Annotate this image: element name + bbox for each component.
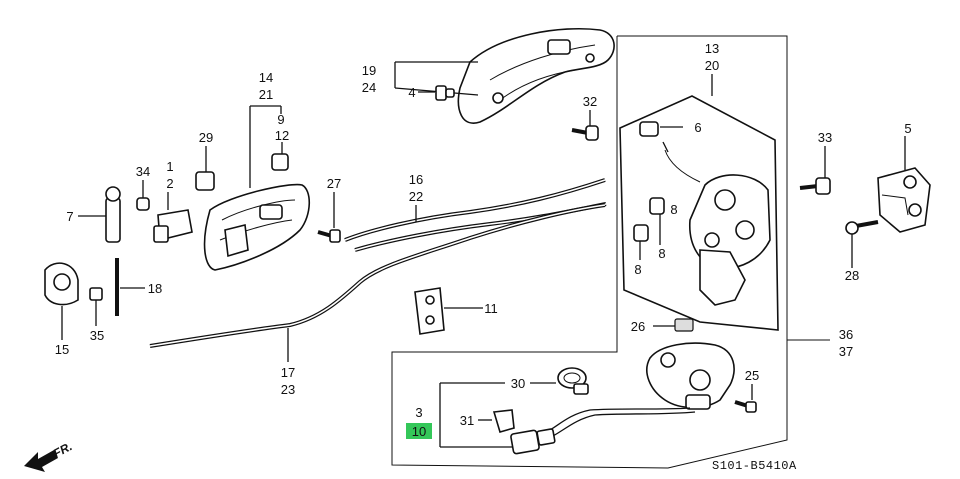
lock-lever-part-15 (44, 262, 79, 340)
inner-door-handle (203, 183, 311, 271)
callout-22: 22 (409, 189, 423, 204)
screw-part-33 (799, 146, 831, 195)
callout-20: 20 (705, 58, 719, 73)
lock-rod-16-22 (344, 178, 607, 252)
callout-24: 24 (362, 80, 376, 95)
diagram-code: S101-B5410A (712, 459, 797, 473)
callout-28: 28 (845, 268, 859, 283)
callout-19: 19 (362, 63, 376, 78)
callout-30: 30 (511, 376, 525, 391)
outer-handle (457, 27, 615, 124)
callout-1: 1 (166, 159, 173, 174)
screw-part-28 (845, 220, 879, 268)
screw-part-34 (136, 180, 150, 211)
door-latch-mechanism (619, 95, 779, 331)
rod-clip-part-11 (414, 287, 445, 335)
callout-29: 29 (199, 130, 213, 145)
callout-12: 12 (275, 128, 289, 143)
door-lock-actuator (510, 342, 735, 455)
clip-part-29 (195, 146, 215, 191)
callout-11: 11 (484, 301, 498, 316)
rod-guide-part-1-2 (153, 192, 193, 243)
release-rod-17-23 (149, 203, 606, 348)
callout-3: 3 (415, 405, 422, 420)
screw-part-27 (317, 192, 341, 243)
cable-clip-part-31 (492, 409, 515, 433)
callout-34: 34 (136, 164, 150, 179)
callout-27: 27 (327, 176, 341, 191)
clip-part-35 (89, 287, 103, 326)
callout-15: 15 (55, 342, 69, 357)
highlight-box-10 (406, 423, 432, 439)
front-direction-arrow-icon (24, 450, 58, 472)
callout-36: 36 (839, 327, 853, 342)
bolt-part-4 (418, 85, 455, 101)
callout-8b: 8 (658, 246, 665, 261)
callout-4: 4 (408, 85, 415, 100)
callout-5: 5 (904, 121, 911, 136)
screw-part-25 (734, 384, 757, 413)
latch-assembly-boundary (391, 35, 788, 469)
clip-part-12 (271, 142, 289, 171)
callout-31: 31 (460, 413, 474, 428)
callout-8c: 8 (634, 262, 641, 277)
door-striker (877, 167, 931, 233)
callout-16: 16 (409, 172, 423, 187)
callout-25: 25 (745, 368, 759, 383)
callout-2: 2 (166, 176, 173, 191)
callout-14: 14 (259, 70, 273, 85)
clip-part-26 (653, 318, 694, 332)
callout-9: 9 (277, 112, 284, 127)
callout-33: 33 (818, 130, 832, 145)
callout-37: 37 (839, 344, 853, 359)
callout-7: 7 (66, 209, 73, 224)
link-rod-part-18 (115, 258, 145, 316)
callout-13: 13 (705, 41, 719, 56)
lock-cylinder-part-7 (78, 186, 121, 243)
callout-26: 26 (631, 319, 645, 334)
callout-8a: 8 (670, 202, 677, 217)
callout-10: 10 (412, 424, 426, 439)
callout-17: 17 (281, 365, 295, 380)
cable-clip-part-30 (557, 367, 589, 395)
callout-35: 35 (90, 328, 104, 343)
screw-part-32 (571, 110, 599, 141)
callout-23: 23 (281, 382, 295, 397)
callout-21: 21 (259, 87, 273, 102)
callout-32: 32 (583, 94, 597, 109)
callout-18: 18 (148, 281, 162, 296)
callout-6: 6 (694, 120, 701, 135)
